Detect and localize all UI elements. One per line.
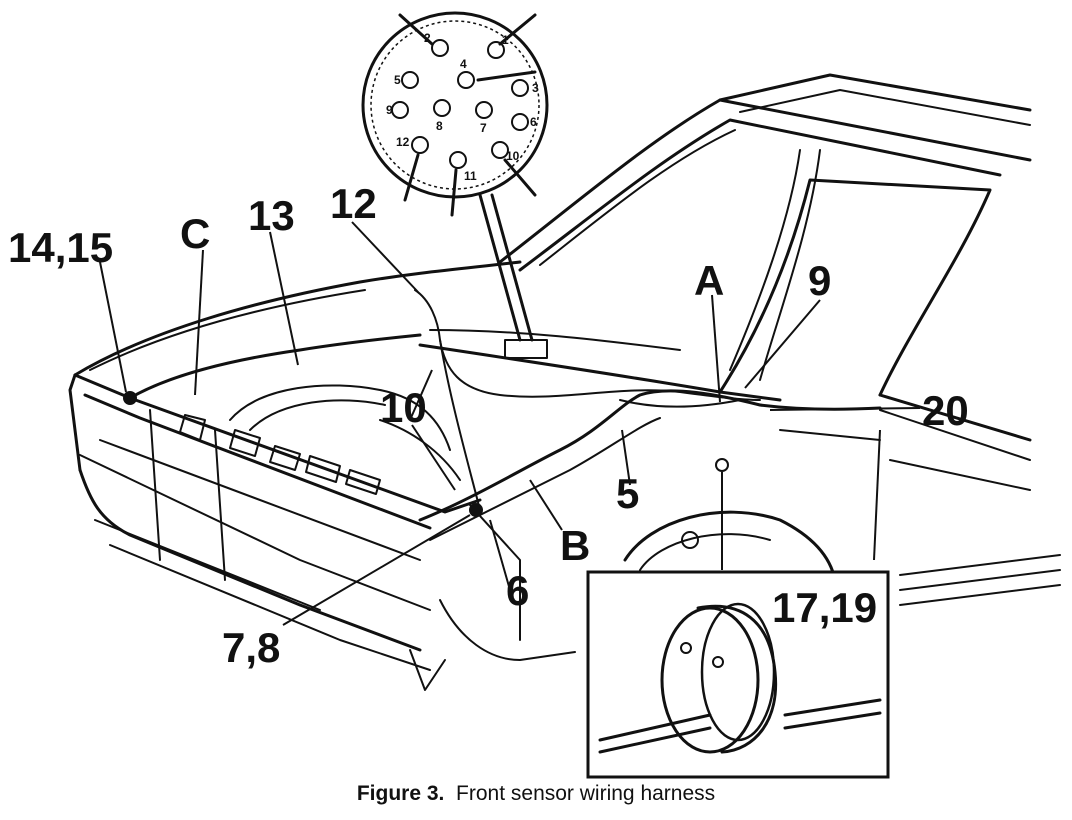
sensor-17-19-dot: [715, 458, 729, 472]
car-front-illustration: 1 2 3 4 5 6 7 8 9 10 11 12: [8, 11, 1061, 779]
callout-9: 9: [808, 257, 831, 304]
car-body-lines: [68, 73, 1061, 691]
callout-13: 13: [248, 192, 295, 239]
callout-6: 6: [506, 567, 529, 614]
pin-9-label: 9: [386, 103, 393, 117]
callout-12: 12: [330, 180, 377, 227]
callout-10: 10: [380, 384, 427, 431]
pin-7-label: 7: [480, 121, 487, 135]
figure-caption-text: Front sensor wiring harness: [456, 782, 716, 805]
pin-5-label: 5: [394, 73, 401, 87]
connector-pinout-detail: 1 2 3 4 5 6 7 8 9 10 11 12: [361, 11, 549, 342]
callout-17-19: 17,19: [772, 584, 877, 631]
callout-20: 20: [922, 387, 969, 434]
callout-B: B: [560, 522, 590, 569]
callout-5: 5: [616, 470, 639, 517]
pin-8-label: 8: [436, 119, 443, 133]
sensor-14-15-dot: [123, 391, 137, 405]
figure-caption: Figure 3. Front sensor wiring harness: [0, 782, 1072, 806]
callout-A: A: [694, 257, 724, 304]
pin-3-label: 3: [532, 81, 539, 95]
pin-12-label: 12: [396, 135, 410, 149]
pin-10-label: 10: [506, 149, 520, 163]
callout-7-8: 7,8: [222, 624, 280, 671]
sensor-7-8-dot: [469, 503, 483, 517]
pin-4-label: 4: [460, 57, 467, 71]
sensor-inset-detail: [586, 570, 890, 779]
callout-labels: 14,15 C 13 12 10 A 9 20 5 B 6 7,8 17,19: [8, 180, 969, 671]
callout-leader-lines: [99, 221, 921, 626]
callout-14-15: 14,15: [8, 224, 113, 271]
pin-11-label: 11: [464, 169, 477, 183]
pin-6-label: 6: [530, 115, 537, 129]
callout-C: C: [180, 210, 210, 257]
sensor-harness-wire: [128, 289, 761, 511]
figure-caption-label: Figure 3.: [356, 782, 445, 805]
